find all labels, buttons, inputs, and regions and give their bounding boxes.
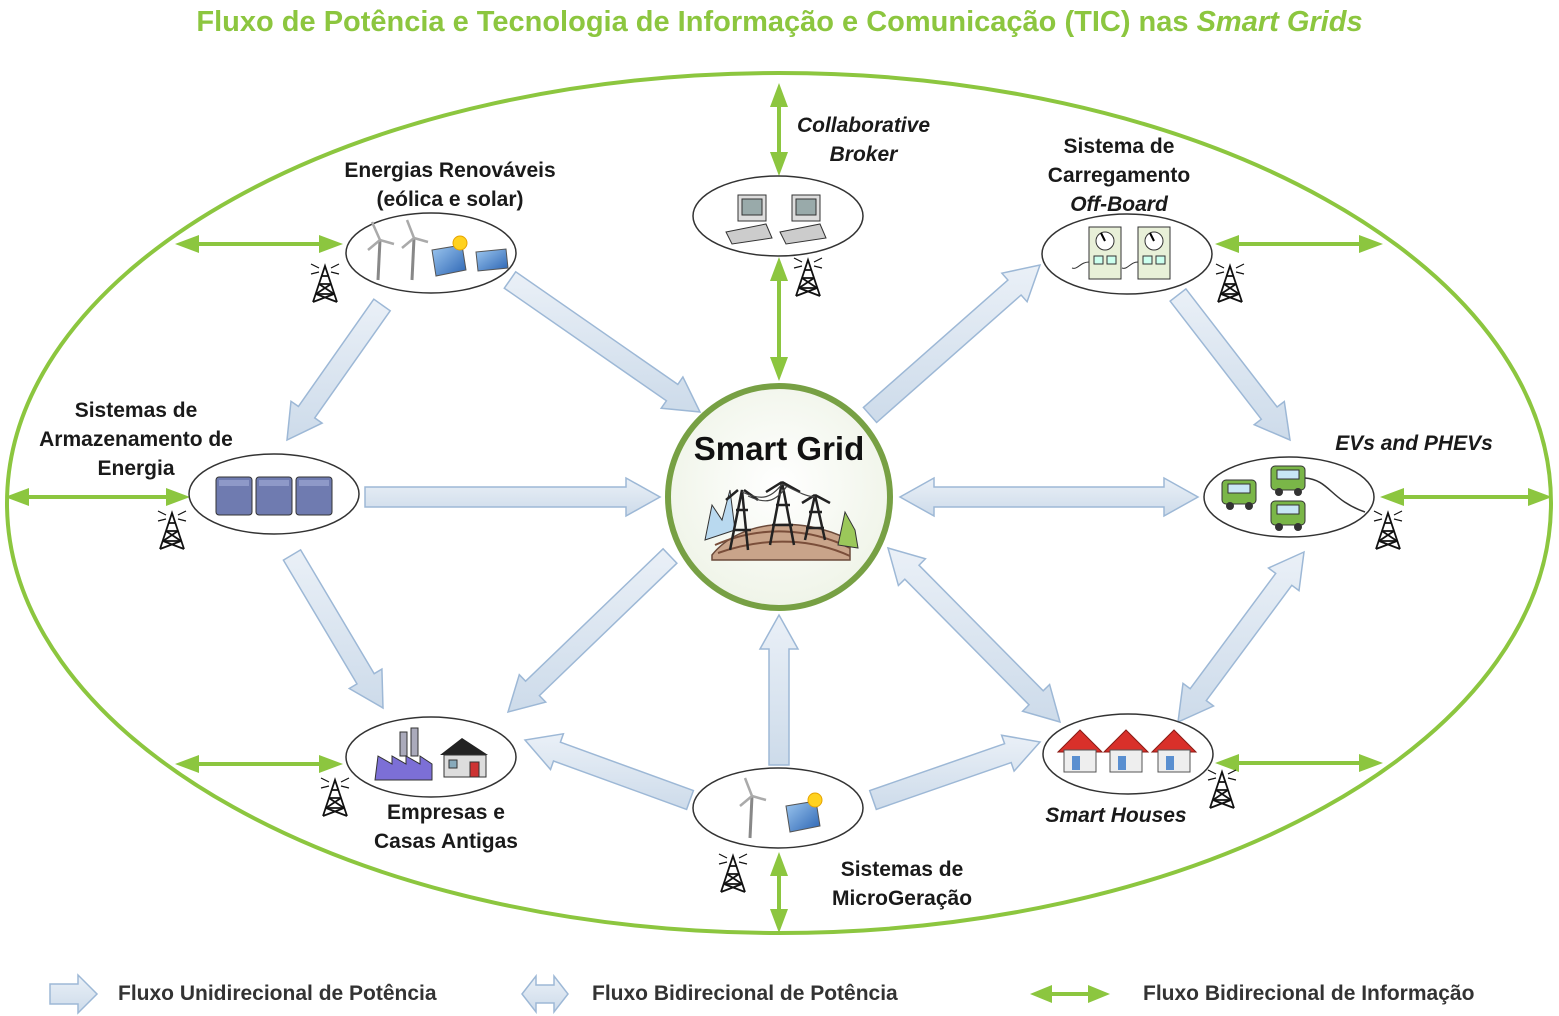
transmission-tower-icon	[320, 777, 350, 817]
transmission-tower-icon	[1373, 510, 1403, 550]
transmission-tower-icon	[1207, 769, 1237, 809]
info-arrow-evs	[1380, 488, 1552, 506]
label-houses: Smart Houses	[1026, 801, 1206, 830]
transmission-tower-icon	[793, 257, 823, 297]
label-renewables: Energias Renováveis (eólica e solar)	[329, 156, 571, 214]
info-arrow-charging	[1215, 235, 1383, 253]
legend-bidirectional-arrow	[521, 973, 569, 1015]
legend-unidirectional-label: Fluxo Unidirecional de Potência	[118, 982, 437, 1005]
label-microgen-line1: Sistemas de	[840, 858, 964, 881]
node-broker	[692, 175, 864, 257]
legend-bidirectional-info-label: Fluxo Bidirecional de Informação	[1143, 982, 1475, 1005]
battery-icon	[215, 476, 333, 516]
power-arrow-grid-evs	[898, 476, 1200, 518]
info-arrow-broker	[770, 83, 788, 176]
power-arrow-charging-to-evs	[1169, 287, 1291, 442]
node-charging	[1041, 213, 1213, 295]
power-arrow-storage-to-companies	[282, 548, 384, 710]
house-icon	[440, 738, 488, 778]
power-arrow-microgen-to-grid	[758, 613, 800, 766]
label-evs-line1: EVs and PHEVs	[1335, 432, 1493, 455]
label-companies-line1: Empresas e	[387, 801, 505, 824]
label-broker-line2: Broker	[829, 143, 898, 166]
power-arrow-grid-to-charging	[862, 263, 1042, 424]
computer-icon	[725, 194, 827, 245]
legend-info-arrow	[1030, 985, 1110, 1003]
label-microgen: Sistemas de MicroGeração	[812, 855, 992, 913]
label-companies-line2: Casas Antigas	[374, 830, 518, 853]
label-storage-line1: Sistemas de	[74, 399, 198, 422]
power-arrow-renewables-to-storage	[286, 298, 392, 442]
node-microgen	[692, 767, 864, 849]
power-grid-icon	[704, 480, 859, 561]
power-arrow-microgen-to-houses	[868, 734, 1042, 811]
label-renewables-line2: (eólica e solar)	[376, 188, 524, 211]
label-storage-line3: Energia	[97, 457, 175, 480]
info-arrows	[5, 83, 1552, 933]
label-charging-line2: Carregamento	[1047, 164, 1191, 187]
diagram-title: Fluxo de Potência e Tecnologia de Inform…	[0, 6, 1559, 39]
charging-station-icon	[1071, 226, 1171, 280]
transmission-tower-icon	[1215, 263, 1245, 303]
node-storage	[188, 453, 360, 535]
label-storage: Sistemas de Armazenamento de Energia	[18, 396, 254, 483]
title-main: Fluxo de Potência e Tecnologia de Inform…	[196, 6, 1189, 38]
power-arrow-microgen-to-companies	[523, 732, 695, 811]
info-arrow-broker-grid	[770, 257, 788, 381]
node-companies	[345, 716, 517, 798]
smart-grid-label: Smart Grid	[693, 430, 865, 467]
power-arrow-grid-houses	[886, 546, 1062, 724]
power-arrows	[282, 263, 1305, 811]
node-houses	[1042, 713, 1214, 795]
house-icon	[1056, 729, 1198, 773]
smart-grid-node	[665, 383, 893, 611]
label-evs: EVs and PHEVs	[1314, 429, 1514, 458]
info-arrow-storage	[5, 488, 190, 506]
transmission-tower-icon	[157, 510, 187, 550]
power-arrow-renewables-to-grid	[503, 270, 702, 413]
towers	[157, 257, 1403, 893]
legend-bidirectional-power-label: Fluxo Bidirecional de Potência	[592, 982, 898, 1005]
label-broker: Collaborative Broker	[781, 111, 946, 169]
label-companies: Empresas e Casas Antigas	[356, 798, 536, 856]
label-microgen-line2: MicroGeração	[831, 887, 973, 910]
label-broker-line1: Collaborative	[796, 114, 931, 137]
electric-vehicle-icon	[1221, 465, 1366, 531]
factory-icon	[374, 727, 433, 781]
power-arrow-evs-houses	[1177, 550, 1305, 724]
wind-turbine-icon	[739, 777, 767, 839]
solar-panel-icon	[431, 235, 509, 277]
label-storage-line2: Armazenamento de	[39, 428, 233, 451]
power-arrow-grid-to-companies	[506, 547, 678, 714]
label-charging-line3: Off-Board	[1070, 193, 1168, 216]
node-renewables	[345, 212, 517, 294]
node-evs	[1203, 456, 1375, 538]
info-arrow-houses	[1215, 754, 1383, 772]
solar-panel-icon	[785, 792, 823, 833]
info-arrow-renewables	[175, 235, 343, 253]
wind-turbine-icon	[367, 219, 429, 281]
info-arrow-companies	[175, 755, 343, 773]
label-renewables-line1: Energias Renováveis	[344, 159, 556, 182]
label-houses-line1: Smart Houses	[1045, 804, 1187, 827]
label-charging-line1: Sistema de	[1063, 135, 1175, 158]
info-arrow-microgen	[770, 852, 788, 933]
transmission-tower-icon	[310, 263, 340, 303]
label-charging: Sistema de Carregamento Off-Board	[1028, 132, 1210, 219]
transmission-tower-icon	[718, 853, 748, 893]
title-italic: Smart Grids	[1196, 6, 1363, 38]
legend-unidirectional-arrow	[49, 973, 99, 1015]
power-arrow-storage-to-grid	[364, 476, 662, 518]
